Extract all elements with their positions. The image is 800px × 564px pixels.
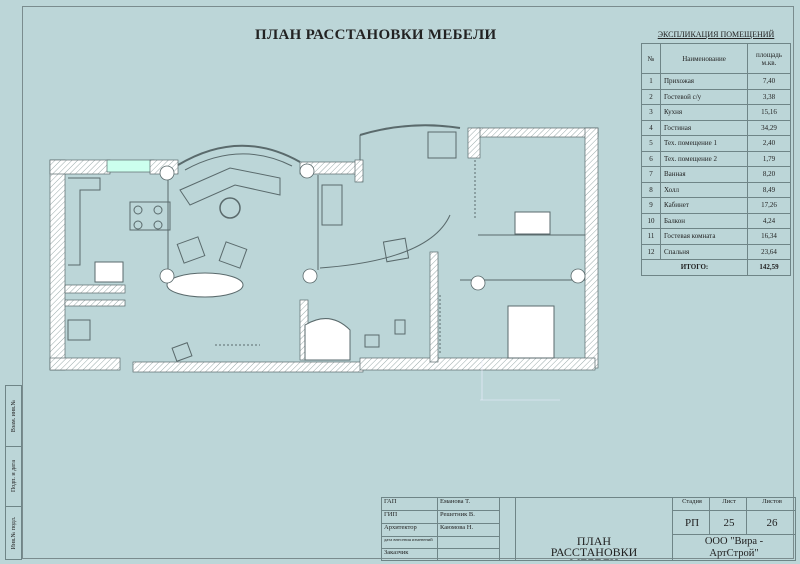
col-num: № — [641, 43, 661, 74]
room-name: Кабинет — [660, 197, 748, 214]
side-label: Взам. инв.№ — [10, 399, 17, 433]
dining-table — [129, 201, 171, 231]
room-number: 3 — [641, 104, 661, 121]
bay-window — [177, 144, 301, 166]
room-explication: ЭКСПЛИКАЦИЯ ПОМЕЩЕНИЙ № Наименование пло… — [641, 30, 791, 276]
sofa-corner — [179, 167, 281, 206]
explication-title: ЭКСПЛИКАЦИЯ ПОМЕЩЕНИЙ — [657, 30, 775, 39]
room-name: Ванная — [660, 166, 748, 183]
room-name: Гостевая комната — [660, 228, 748, 245]
room-name: Кухня — [660, 104, 748, 121]
room-area: 23,64 — [747, 243, 791, 260]
bed — [507, 305, 555, 359]
room-area: 2,40 — [747, 135, 791, 152]
person: Еманова Т. — [438, 498, 500, 511]
role: Архитектор — [382, 524, 438, 537]
room-name: Спальня — [660, 243, 748, 260]
side-stamp: Взам. инв.№ Подп. и дата Инв.№ подл. — [5, 385, 22, 560]
room-area: 1,79 — [747, 150, 791, 167]
title-block: ГАП Еманова Т. ГИП Решетник В. Архитекто… — [381, 497, 796, 561]
col-area: площадь м.кв. — [747, 43, 791, 74]
table-header: № Наименование площадь м.кв. — [641, 43, 791, 74]
room-number: 1 — [641, 73, 661, 90]
role: дата внесения изменений — [382, 537, 438, 549]
oval-table — [166, 272, 244, 298]
room-number: 4 — [641, 119, 661, 136]
sheet-value: 25 — [710, 511, 747, 535]
total-label: ИТОГО: — [641, 259, 748, 276]
sheets-value: 26 — [747, 511, 796, 535]
room-number: 5 — [641, 135, 661, 152]
person — [438, 537, 500, 549]
room-area: 15,16 — [747, 104, 791, 121]
room-area: 16,34 — [747, 228, 791, 245]
room-number: 2 — [641, 88, 661, 105]
role: Заказчик — [382, 549, 438, 561]
shower — [67, 319, 91, 341]
room-number: 10 — [641, 212, 661, 229]
room-area: 8,49 — [747, 181, 791, 198]
armchair — [218, 241, 248, 269]
drawing-title: ПЛАН РАССТАНОВКИ МЕБЕЛИ — [516, 498, 673, 561]
room-name: Тех. помещение 1 — [660, 135, 748, 152]
walls — [49, 127, 599, 373]
side-label: Подп. и дата — [10, 459, 17, 493]
room-name: Гостевой с/у — [660, 88, 748, 105]
room-area: 17,26 — [747, 197, 791, 214]
room-name: Холл — [660, 181, 748, 198]
col-name: Наименование — [660, 43, 748, 74]
total-row: ИТОГО: 142,59 — [641, 259, 791, 276]
person — [438, 549, 500, 561]
role: ГИП — [382, 511, 438, 524]
room-area: 4,24 — [747, 212, 791, 229]
room-area: 3,38 — [747, 88, 791, 105]
armchair — [176, 236, 206, 264]
role: ГАП — [382, 498, 438, 511]
room-area: 8,20 — [747, 166, 791, 183]
bathtub — [304, 318, 351, 361]
sofa-guest — [514, 211, 551, 235]
room-number: 6 — [641, 150, 661, 167]
sofa — [321, 184, 343, 226]
total-value: 142,59 — [747, 259, 791, 276]
room-name: Гостиная — [660, 119, 748, 136]
room-name: Прихожая — [660, 73, 748, 90]
side-label: Инв.№ подл. — [10, 516, 17, 549]
room-name: Балкон — [660, 212, 748, 229]
room-number: 9 — [641, 197, 661, 214]
sheets-label: Листов — [747, 498, 796, 511]
drawing-frame — [22, 6, 794, 559]
stage-label: Стадия — [673, 498, 710, 511]
person: Каюмова Н. — [438, 524, 500, 537]
sign-column — [500, 498, 516, 561]
room-area: 34,29 — [747, 119, 791, 136]
room-name: Тех. помещение 2 — [660, 150, 748, 167]
person: Решетник В. — [438, 511, 500, 524]
room-number: 12 — [641, 243, 661, 260]
room-area: 7,40 — [747, 73, 791, 90]
sheet-label: Лист — [710, 498, 747, 511]
page-title: ПЛАН РАССТАНОВКИ МЕБЕЛИ — [255, 27, 497, 43]
room-number: 11 — [641, 228, 661, 245]
coffee-table — [219, 197, 241, 219]
room-number: 8 — [641, 181, 661, 198]
room-number: 7 — [641, 166, 661, 183]
columns — [159, 163, 586, 291]
company-name: ООО "Вира - АртСтрой" — [673, 535, 796, 561]
stage-value: РП — [673, 511, 710, 535]
